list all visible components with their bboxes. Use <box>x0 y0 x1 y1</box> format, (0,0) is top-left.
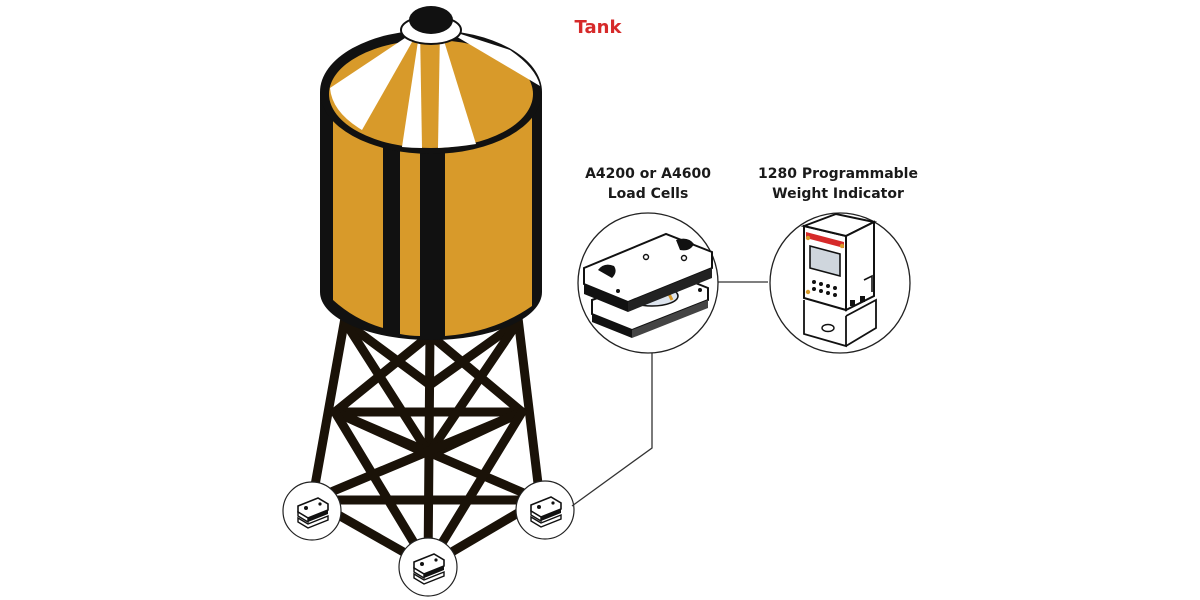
load-cell-icon <box>577 212 719 354</box>
tank-label: Tank <box>574 17 622 38</box>
load-cells-label-line1: A4200 or A4600 <box>585 166 711 182</box>
weight-indicator-label-line1: 1280 Programmable <box>758 166 918 182</box>
weight-indicator-label: 1280 Programmable Weight Indicator <box>745 164 931 204</box>
foot-load-cell-right <box>515 480 575 540</box>
load-cell-callout-leader <box>571 352 653 507</box>
tank-support-structure <box>307 313 545 573</box>
load-cells-label: A4200 or A4600 Load Cells <box>560 164 736 204</box>
foot-load-cell-left <box>282 481 342 541</box>
foot-load-cell-front <box>398 537 458 597</box>
weight-indicator-icon <box>769 212 911 354</box>
weight-indicator-label-line2: Weight Indicator <box>772 186 904 202</box>
water-tank-icon <box>320 6 542 340</box>
load-cells-label-line2: Load Cells <box>607 186 689 202</box>
